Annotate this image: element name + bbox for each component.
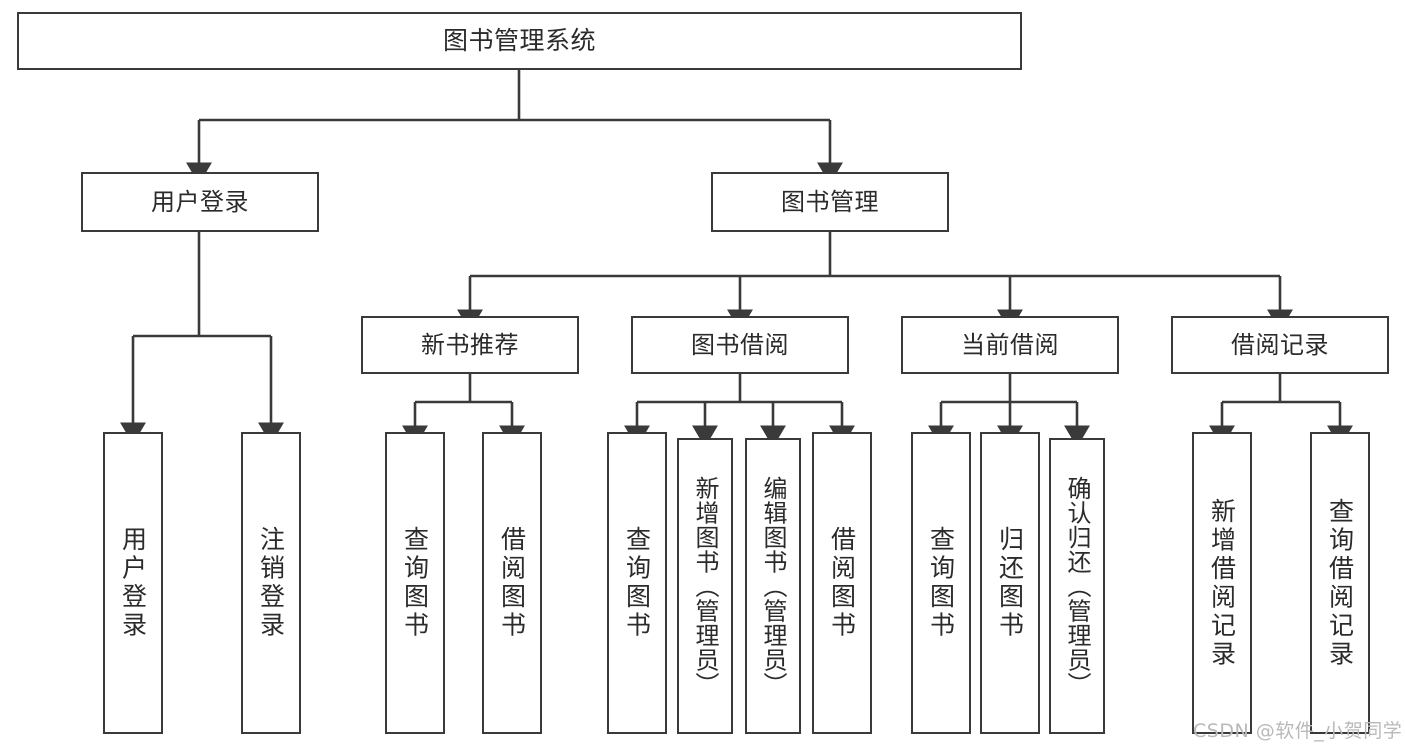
node-borrow-record-label: 借阅记录 [1231,330,1329,359]
node-leaf-add-book[interactable]: 新增图书（管理员） [677,438,733,734]
node-leaf-borrow-book-1-label: 借阅图书 [497,526,527,640]
node-leaf-add-record-label: 新增借阅记录 [1207,497,1237,669]
node-leaf-add-book-label: 新增图书（管理员） [691,475,719,697]
node-leaf-add-record[interactable]: 新增借阅记录 [1192,432,1252,734]
node-leaf-user-login[interactable]: 用户登录 [103,432,163,734]
node-root-label: 图书管理系统 [442,26,596,56]
node-leaf-confirm-return-label: 确认归还（管理员） [1063,475,1091,697]
node-new-book-recommend-label: 新书推荐 [421,330,519,359]
node-book-borrow[interactable]: 图书借阅 [631,316,849,374]
node-leaf-query-record[interactable]: 查询借阅记录 [1310,432,1370,734]
node-user-login[interactable]: 用户登录 [81,172,319,232]
node-book-management-label: 图书管理 [781,187,879,216]
node-leaf-query-record-label: 查询借阅记录 [1325,497,1355,669]
node-leaf-return-book-label: 归还图书 [995,526,1025,640]
node-leaf-edit-book[interactable]: 编辑图书（管理员） [745,438,801,734]
node-leaf-query-book-2-label: 查询图书 [622,526,652,640]
node-leaf-query-book-1-label: 查询图书 [400,526,430,640]
node-new-book-recommend[interactable]: 新书推荐 [361,316,579,374]
node-root[interactable]: 图书管理系统 [17,12,1022,70]
node-leaf-confirm-return[interactable]: 确认归还（管理员） [1049,438,1105,734]
node-book-management[interactable]: 图书管理 [711,172,949,232]
node-leaf-logout[interactable]: 注销登录 [241,432,301,734]
node-leaf-query-book-3-label: 查询图书 [926,526,956,640]
node-leaf-query-book-2[interactable]: 查询图书 [607,432,667,734]
node-leaf-borrow-book-2-label: 借阅图书 [827,526,857,640]
node-leaf-query-book-1[interactable]: 查询图书 [385,432,445,734]
node-leaf-edit-book-label: 编辑图书（管理员） [759,475,787,697]
csdn-watermark: CSDN @软件_小贺同学 [1193,720,1403,742]
node-leaf-query-book-3[interactable]: 查询图书 [911,432,971,734]
node-leaf-logout-label: 注销登录 [256,526,286,640]
node-leaf-return-book[interactable]: 归还图书 [980,432,1040,734]
node-leaf-user-login-label: 用户登录 [118,526,148,640]
node-current-borrow[interactable]: 当前借阅 [901,316,1119,374]
node-book-borrow-label: 图书借阅 [691,330,789,359]
node-current-borrow-label: 当前借阅 [961,330,1059,359]
node-leaf-borrow-book-1[interactable]: 借阅图书 [482,432,542,734]
node-borrow-record[interactable]: 借阅记录 [1171,316,1389,374]
node-leaf-borrow-book-2[interactable]: 借阅图书 [812,432,872,734]
node-user-login-label: 用户登录 [151,187,249,216]
